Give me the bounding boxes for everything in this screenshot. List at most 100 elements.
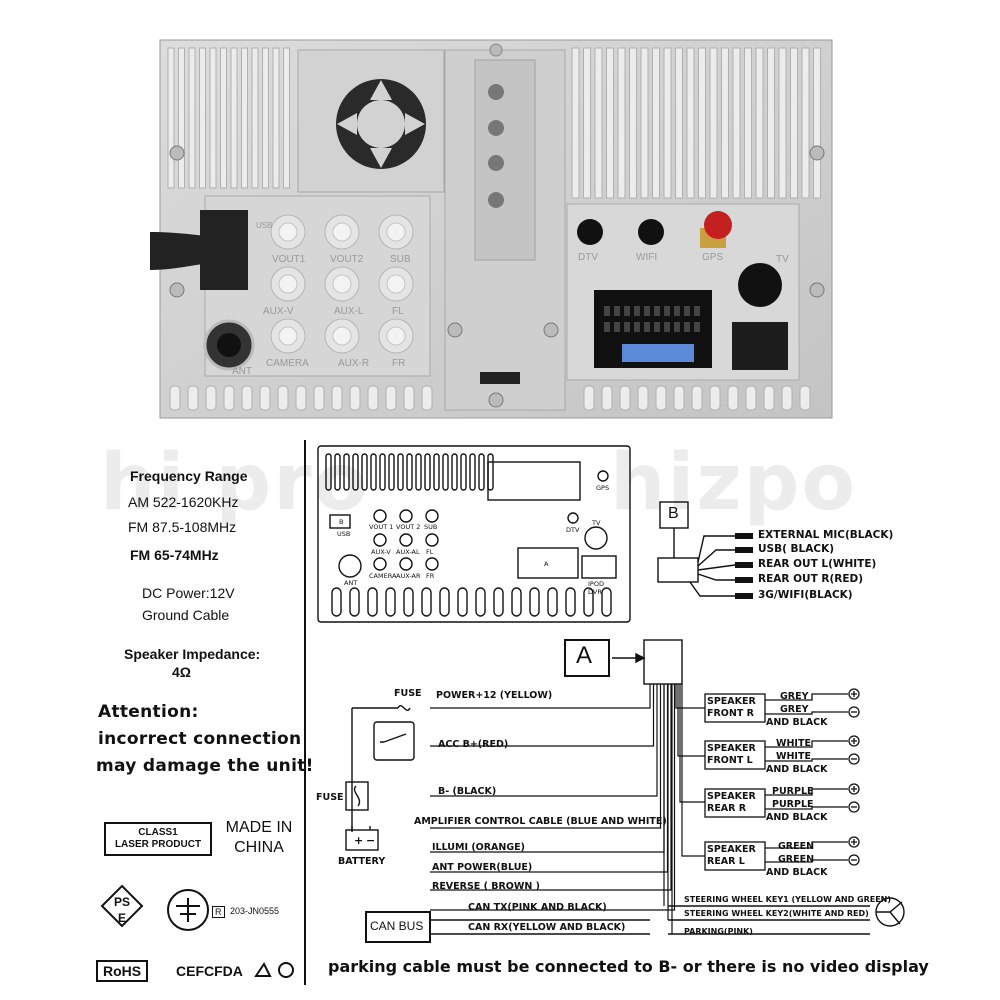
diagram-aux-r-label: AUX-AR: [396, 572, 421, 580]
fin: [367, 385, 379, 411]
fin: [511, 587, 522, 617]
b-item-rear-out-l: REAR OUT L(WHITE): [758, 558, 877, 570]
fin: [606, 47, 614, 199]
speaker-rear-r-c1: PURPLE: [772, 786, 814, 797]
fin: [790, 47, 798, 199]
fin: [673, 385, 685, 411]
rca-jack-icon: [399, 557, 413, 571]
connector-a-socket: [517, 547, 579, 579]
fin: [457, 587, 468, 617]
fin: [755, 47, 764, 199]
fin: [241, 47, 248, 189]
fin: [241, 385, 253, 411]
fin: [295, 385, 307, 411]
wire-power: POWER+12 (YELLOW): [436, 690, 553, 701]
fin: [421, 587, 432, 617]
fin: [349, 385, 361, 411]
diagram-fl-label: FL: [426, 548, 434, 556]
fm-range-2: FM 65-74MHz: [130, 547, 219, 563]
speaker-rear-r-line-1: SPEAKER: [707, 791, 756, 802]
wire-reverse: REVERSE ( BROWN ): [432, 881, 540, 892]
fin: [744, 47, 752, 199]
fin: [277, 385, 289, 411]
fin: [460, 453, 467, 491]
fin: [223, 385, 235, 411]
battery-minus: −: [366, 834, 376, 847]
fin: [732, 47, 741, 199]
speaker-rear-r-c2: PURPLE: [772, 799, 814, 810]
fin: [709, 47, 718, 199]
fin: [709, 385, 721, 411]
recycle-icons: [254, 962, 294, 978]
rca-jack-icon: [373, 557, 387, 571]
speaker-front-l-c1: WHITE: [776, 738, 811, 749]
battery-plus-minus: +: [354, 834, 364, 847]
fin: [637, 385, 649, 411]
fin: [617, 47, 626, 199]
fin: [619, 385, 631, 411]
rca-jack-icon: [373, 509, 387, 523]
fin: [655, 385, 667, 411]
fin: [675, 47, 683, 199]
speaker-front-r-c3: AND BLACK: [766, 717, 828, 728]
fin: [721, 47, 729, 199]
fuse-top-icon: [397, 705, 411, 711]
recycle-icon: [254, 962, 272, 977]
made-in-china: MADE IN CHINA: [222, 818, 296, 858]
diagram-aux-v-label: AUX-V: [371, 548, 391, 556]
plus-terminal-icon: [848, 688, 860, 700]
wire-amplifier: AMPLIFIER CONTROL CABLE (BLUE AND WHITE): [414, 816, 667, 827]
fm-range-1: FM 87.5-108MHz: [128, 519, 237, 535]
rca-jack-icon: [425, 533, 439, 547]
fin: [424, 453, 431, 491]
fin: [763, 385, 775, 411]
attention-line-2: incorrect connection: [98, 729, 302, 749]
fin: [283, 47, 290, 189]
pse-text-1: PS: [114, 895, 131, 909]
fin: [433, 453, 440, 491]
attention-line-3: may damage the unit!: [96, 756, 314, 776]
attention-line-1: Attention:: [98, 702, 199, 722]
diagram-fr-label: FR: [426, 572, 435, 580]
dc-power: DC Power:12V: [142, 585, 235, 601]
photo-label-tv: TV: [776, 254, 789, 265]
connector-b-plug: [657, 557, 699, 583]
b-item-usb: USB( BLACK): [758, 543, 835, 555]
cert-code: 203-JN0555: [230, 906, 280, 916]
dtv-jack-icon: [567, 512, 579, 524]
photo-label-ant: ANT: [232, 366, 252, 377]
unit-outline: [317, 445, 631, 623]
fin: [385, 385, 397, 411]
fin: [331, 587, 342, 617]
fin: [421, 385, 433, 411]
wifi-jack: [638, 219, 664, 245]
wire-b-minus: B- (BLACK): [438, 786, 497, 797]
fin: [187, 385, 199, 411]
steering-key-2: STEERING WHEEL KEY2(WHITE AND RED): [684, 909, 869, 918]
fin: [259, 385, 271, 411]
eco-icon: [278, 962, 294, 978]
fin: [379, 453, 386, 491]
speaker-impedance-title: Speaker Impedance:: [124, 646, 261, 662]
diagram-camera-label: CAMERA: [369, 572, 397, 580]
fin: [475, 587, 486, 617]
fin: [178, 47, 185, 189]
photo-label-aux-r: AUX-R: [338, 358, 370, 369]
acc-switch: [373, 721, 415, 761]
wire-illumi: ILLUMI (ORANGE): [432, 842, 525, 853]
fin: [167, 47, 175, 189]
watermark-left: hi pro: [100, 438, 370, 528]
fin: [547, 587, 558, 617]
rca-jack-icon: [425, 557, 439, 571]
diagram-vout2-label: VOUT 2: [396, 523, 421, 531]
fin: [385, 587, 396, 617]
diagram-aux-l-label: AUX-AL: [396, 548, 420, 556]
made-in-line-2: CHINA: [234, 839, 284, 856]
plus-terminal-icon: [848, 735, 860, 747]
cooling-fins: [167, 47, 821, 411]
